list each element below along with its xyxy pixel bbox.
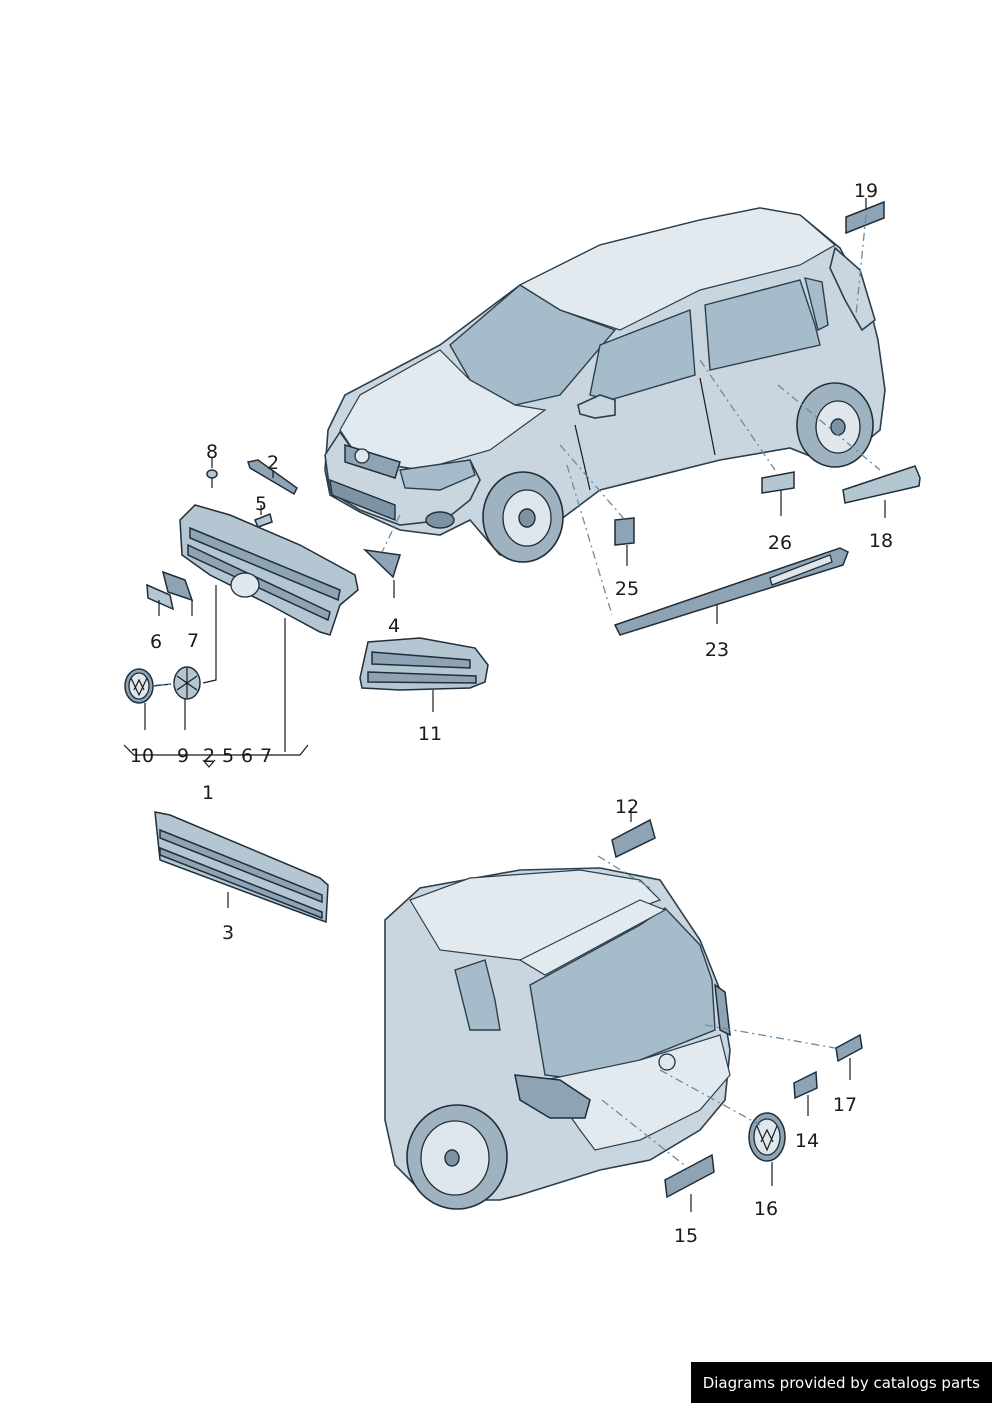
- part-14-badge: [793, 1070, 818, 1100]
- part-11-slat-a: [371, 651, 471, 669]
- part-6-badge: [146, 583, 175, 611]
- part-5-clip: [254, 512, 273, 528]
- callout-17: 17: [833, 1094, 857, 1116]
- part-9-emblem-base: [173, 666, 201, 700]
- footer-credit-text: Diagrams provided by catalogs parts: [702, 1373, 980, 1392]
- callout-5: 5: [255, 493, 267, 515]
- callout-14: 14: [795, 1130, 819, 1152]
- leader-lines: [123, 198, 886, 1212]
- footer-credit-badge: Diagrams provided by catalogs parts: [690, 1362, 992, 1403]
- part-15-badge: [664, 1153, 715, 1199]
- part-12-badge: [611, 818, 656, 859]
- part-3-slat-b: [159, 846, 323, 920]
- group-callout-6: 6: [241, 745, 253, 767]
- part-3-slat-a: [159, 828, 323, 904]
- callout-25: 25: [615, 578, 639, 600]
- callout-23: 23: [705, 639, 729, 661]
- callout-4: 4: [388, 615, 400, 637]
- callout-18: 18: [869, 530, 893, 552]
- group-callout-2: 2: [203, 745, 215, 767]
- callout-11: 11: [418, 723, 442, 745]
- callout-12: 12: [615, 796, 639, 818]
- group-callout-9: 9: [177, 745, 189, 767]
- callout-15: 15: [674, 1225, 698, 1247]
- front-car-illustration: [324, 207, 886, 563]
- callout-8: 8: [206, 441, 218, 463]
- part-18-strip: [842, 465, 921, 504]
- rear-car-illustration: [384, 867, 731, 1210]
- group-callout-10: 10: [130, 745, 154, 767]
- callout-numbers: 19 18 26 25 23 8 2 5 6 7 4 11 1 3 12 17 …: [130, 180, 893, 1247]
- callout-3: 3: [222, 922, 234, 944]
- part-11-slat-b: [367, 671, 477, 684]
- callout-1: 1: [202, 782, 214, 804]
- part-19-badge: [845, 200, 885, 235]
- group-callout-5: 5: [222, 745, 234, 767]
- part-10-emblem: [124, 668, 154, 704]
- part-1-emblem-ring: [230, 572, 260, 598]
- callout-19: 19: [854, 180, 878, 202]
- callout-7: 7: [187, 630, 199, 652]
- assembly-dash-lines: [155, 214, 881, 1169]
- callout-2: 2: [267, 452, 279, 474]
- part-8-screw: [206, 469, 218, 488]
- part-1-slat-a: [189, 526, 341, 602]
- group-callout-7: 7: [260, 745, 272, 767]
- part-17-badge: [835, 1033, 863, 1063]
- part-4-cover: [362, 548, 401, 579]
- part-26-badge: [761, 471, 795, 494]
- part-25-badge: [614, 517, 635, 546]
- part-16-emblem: [748, 1112, 786, 1162]
- part-23-insert: [769, 554, 833, 586]
- callout-16: 16: [754, 1198, 778, 1220]
- callout-26: 26: [768, 532, 792, 554]
- callout-6: 6: [150, 631, 162, 653]
